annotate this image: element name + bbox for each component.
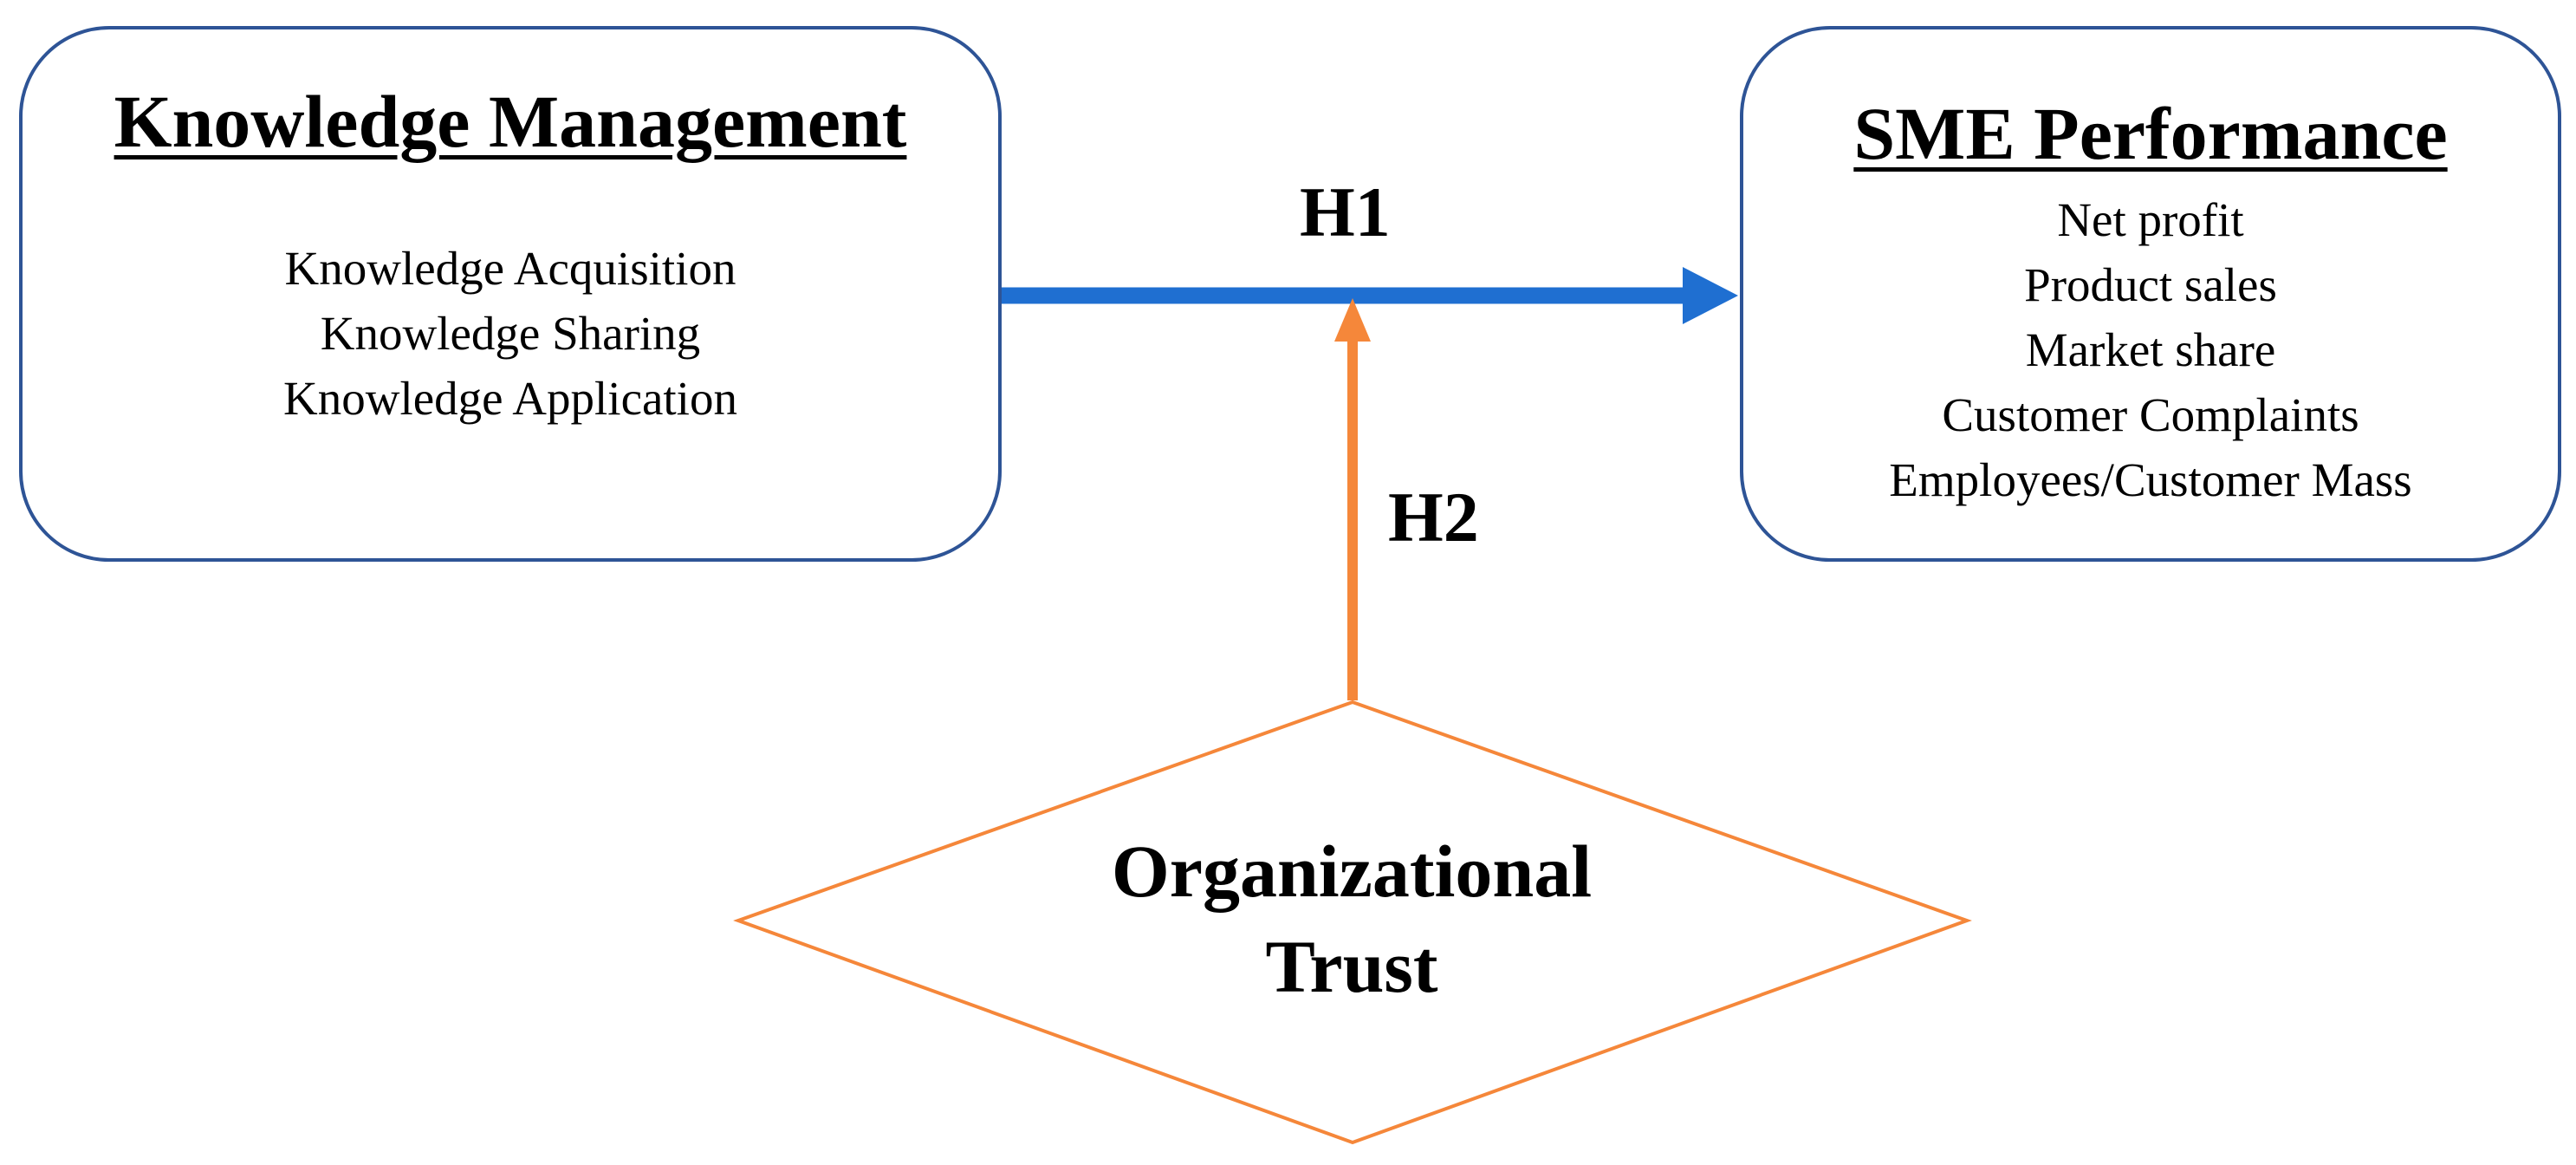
knowledge-management-title: Knowledge Management	[114, 80, 907, 163]
list-item: Employees/Customer Mass	[1889, 453, 2412, 506]
h2-arrow-head	[1334, 298, 1371, 342]
organizational-trust-line-1: Organizational	[1111, 830, 1593, 913]
organizational-trust-line-2: Trust	[1265, 925, 1438, 1008]
list-item: Knowledge Acquisition	[284, 242, 736, 295]
knowledge-management-box: Knowledge Management Knowledge Acquisiti…	[19, 26, 1002, 562]
sme-performance-box: SME Performance Net profit Product sales…	[1740, 26, 2561, 562]
sme-performance-title: SME Performance	[1853, 92, 2448, 175]
list-item: Net profit	[2057, 193, 2244, 246]
h1-label: H1	[1300, 172, 1391, 251]
sme-performance-items: Net profit Product sales Market share Cu…	[1743, 187, 2558, 512]
list-item: Customer Complaints	[1942, 388, 2359, 441]
organizational-trust-label: Organizational Trust	[1005, 823, 1698, 1014]
list-item: Knowledge Application	[283, 372, 737, 425]
h1-arrow-head	[1683, 267, 1738, 324]
knowledge-management-items: Knowledge Acquisition Knowledge Sharing …	[23, 236, 998, 431]
list-item: Knowledge Sharing	[320, 307, 701, 360]
list-item: Market share	[2025, 323, 2276, 376]
organizational-trust-diamond	[733, 700, 1972, 1145]
h2-label: H2	[1388, 478, 1479, 556]
list-item: Product sales	[2024, 258, 2277, 311]
